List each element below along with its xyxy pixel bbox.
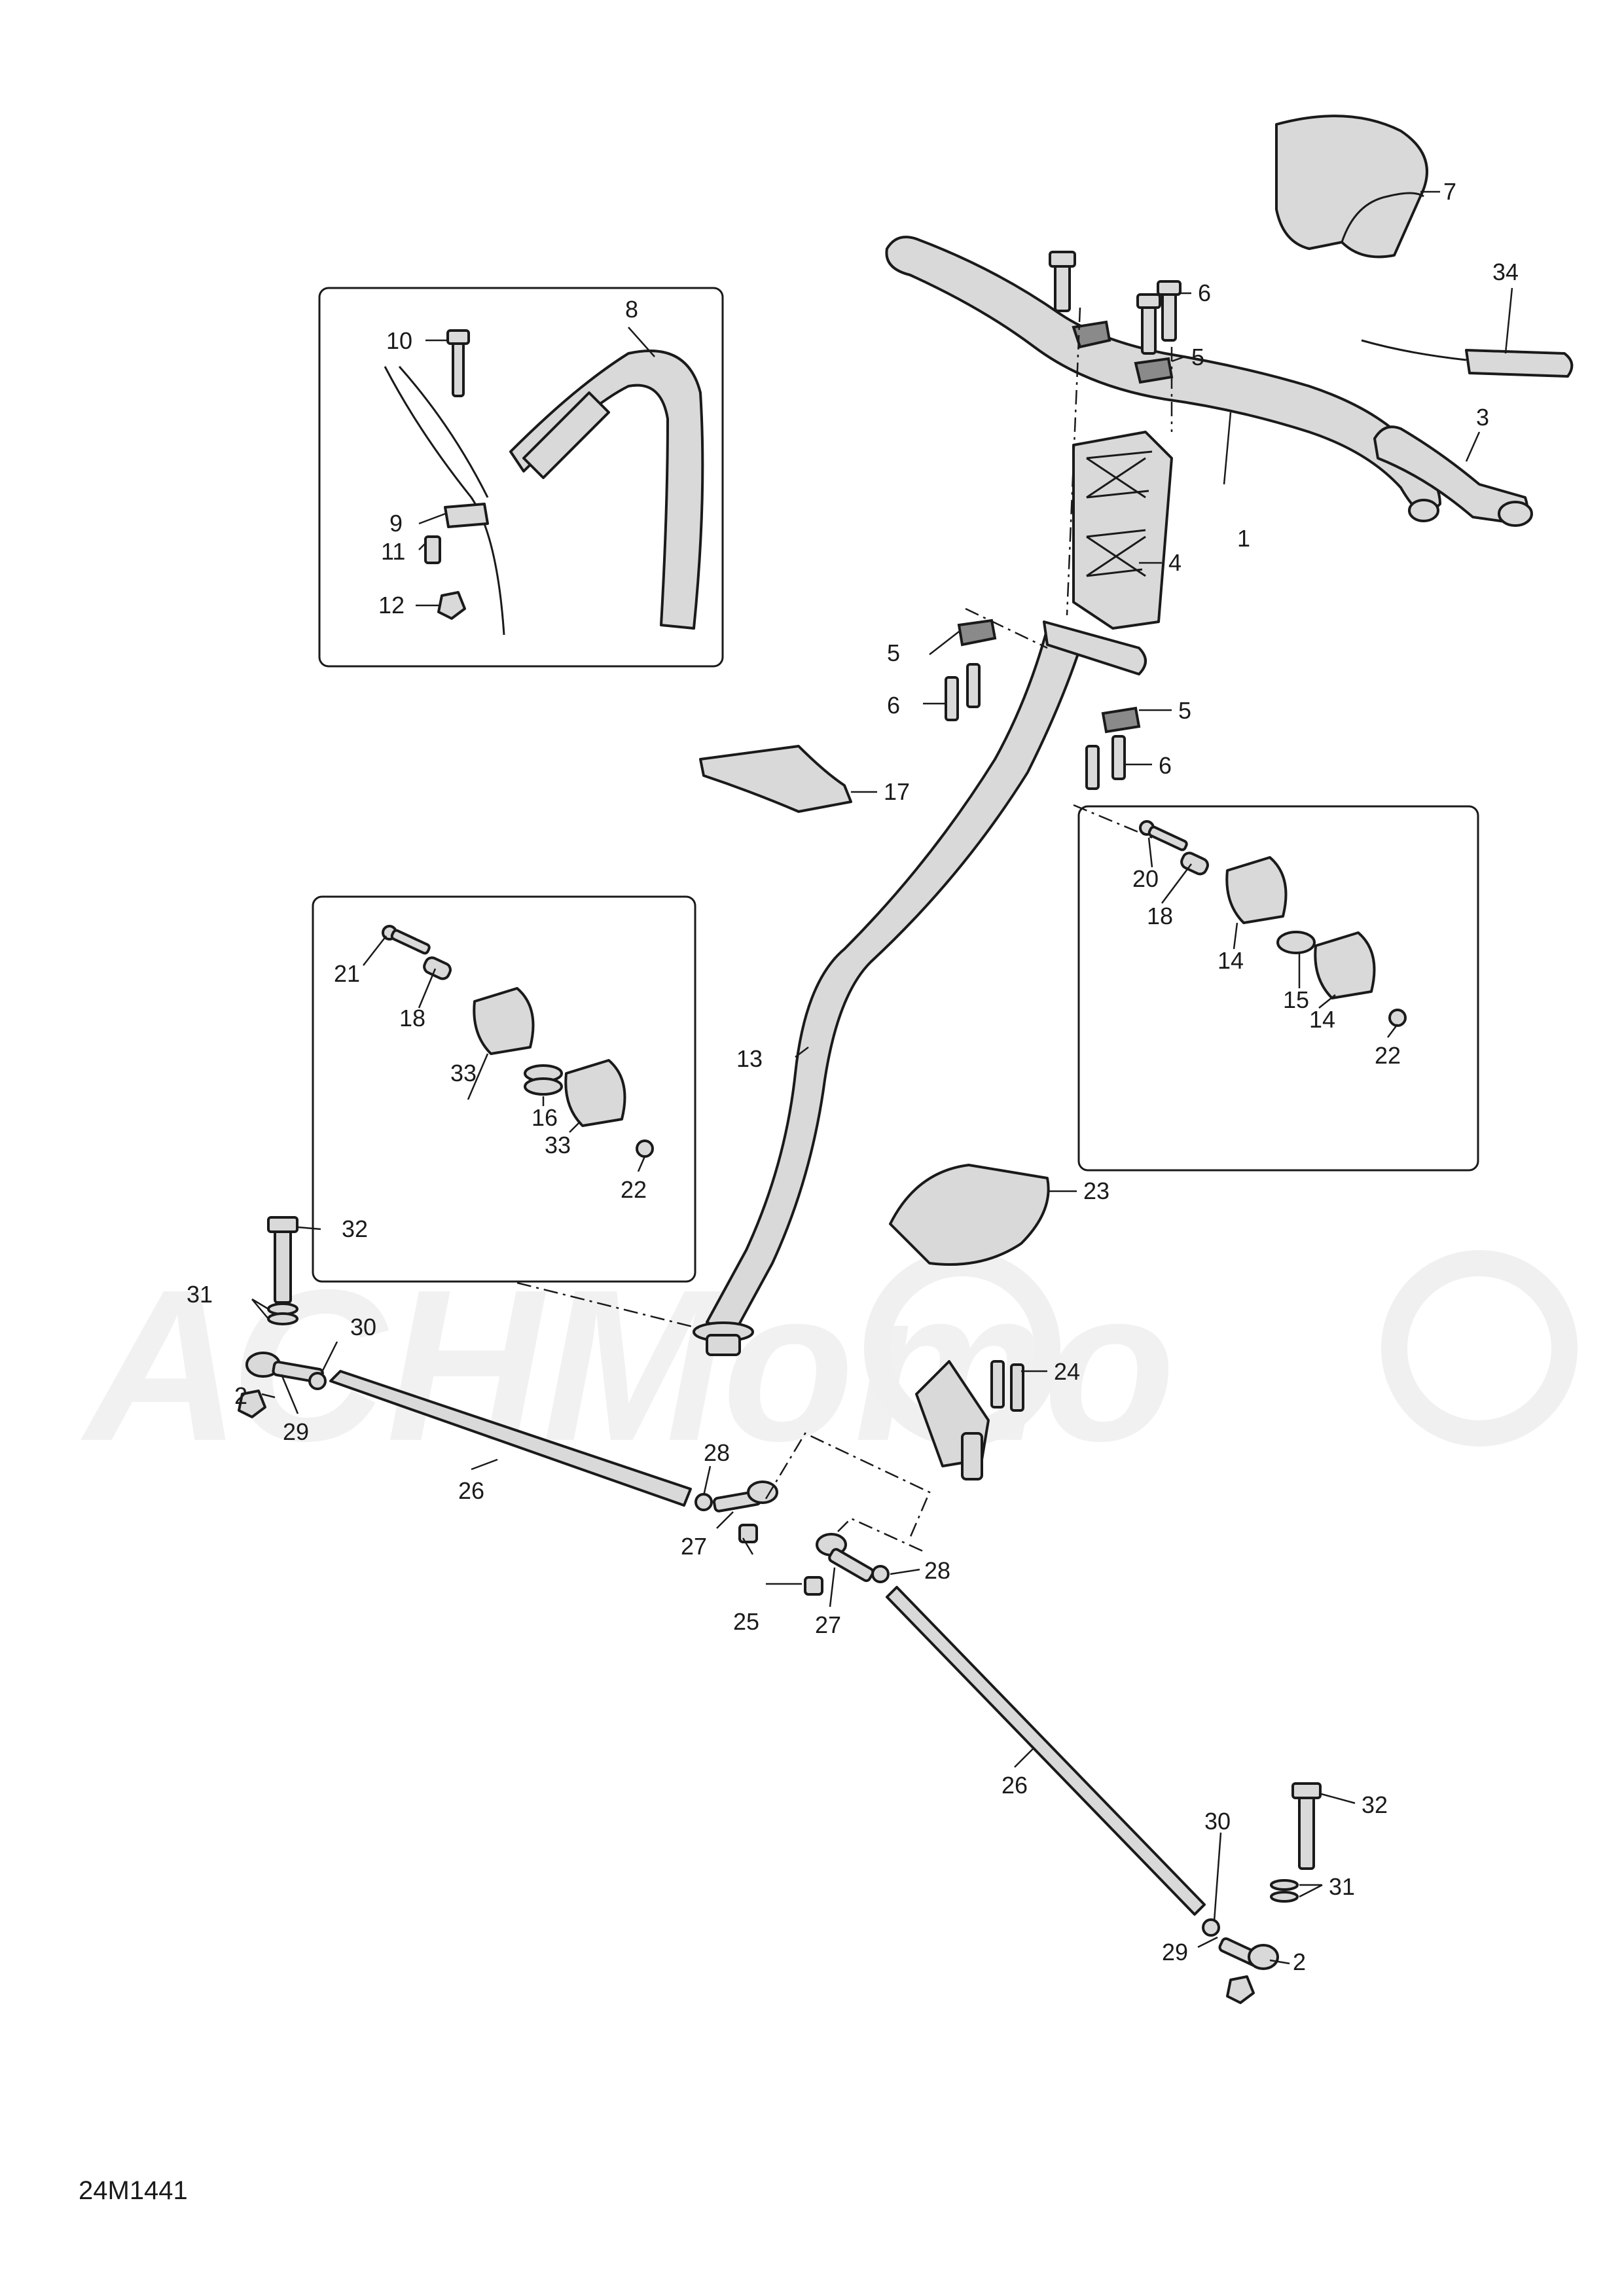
callout-17: 17 bbox=[884, 778, 910, 805]
callout-33: 33 bbox=[450, 1060, 477, 1086]
callout-11: 11 bbox=[381, 538, 405, 565]
leader-lines bbox=[251, 190, 1513, 1965]
callout-6: 6 bbox=[1159, 752, 1172, 779]
callout-31: 31 bbox=[1329, 1873, 1355, 1900]
callout-5: 5 bbox=[1178, 697, 1191, 724]
callout-16: 16 bbox=[532, 1104, 558, 1131]
callout-14: 14 bbox=[1309, 1006, 1335, 1033]
callout-22: 22 bbox=[621, 1176, 647, 1203]
callout-29: 29 bbox=[1162, 1939, 1188, 1965]
callout-21: 21 bbox=[334, 960, 360, 987]
callout-18: 18 bbox=[1147, 903, 1173, 929]
callout-31: 31 bbox=[187, 1281, 213, 1308]
diagram-code: 24M1441 bbox=[79, 2176, 188, 2205]
callout-24: 24 bbox=[1054, 1358, 1080, 1385]
callout-2: 2 bbox=[1293, 1948, 1306, 1975]
part-20-14-15-detail bbox=[1139, 820, 1407, 1027]
part-23-cover bbox=[889, 1164, 1050, 1266]
callout-23: 23 bbox=[1083, 1177, 1110, 1204]
part-17-plate bbox=[699, 745, 852, 813]
callouts: 1 2 2 3 4 5 5 5 6 6 6 7 8 9 10 11 12 13 … bbox=[187, 178, 1519, 1975]
callout-26: 26 bbox=[1001, 1772, 1028, 1799]
callout-28: 28 bbox=[924, 1557, 950, 1584]
callout-25: 25 bbox=[733, 1608, 759, 1635]
callout-3: 3 bbox=[1476, 404, 1489, 431]
callout-29: 29 bbox=[283, 1418, 309, 1445]
callout-28: 28 bbox=[704, 1439, 730, 1466]
part-3-grip bbox=[1373, 425, 1533, 527]
callout-13: 13 bbox=[736, 1045, 763, 1072]
detail-box-mid-left bbox=[312, 895, 696, 1283]
callout-9: 9 bbox=[389, 510, 403, 537]
callout-27: 27 bbox=[681, 1533, 707, 1560]
callout-30: 30 bbox=[1204, 1808, 1231, 1835]
part-5-6-upper-clamps bbox=[1049, 251, 1182, 384]
tie-rod-right-end bbox=[1202, 1782, 1322, 2004]
callout-30: 30 bbox=[350, 1314, 376, 1340]
callout-14: 14 bbox=[1218, 947, 1244, 974]
part-4-riser bbox=[1072, 431, 1173, 630]
callout-15: 15 bbox=[1283, 986, 1309, 1013]
callout-5: 5 bbox=[887, 639, 900, 666]
callout-8: 8 bbox=[625, 296, 638, 323]
callout-22: 22 bbox=[1375, 1042, 1401, 1069]
part-5-6-lower-clamps bbox=[945, 619, 1141, 790]
callout-32: 32 bbox=[342, 1215, 368, 1242]
callout-2: 2 bbox=[234, 1382, 247, 1409]
callout-34: 34 bbox=[1492, 259, 1519, 285]
callout-7: 7 bbox=[1443, 178, 1456, 205]
callout-5: 5 bbox=[1191, 344, 1204, 370]
callout-20: 20 bbox=[1132, 865, 1159, 892]
detail-box-top-left bbox=[318, 287, 724, 668]
part-26-tie-rod-right bbox=[886, 1586, 1206, 1916]
callout-10: 10 bbox=[386, 327, 412, 354]
detail-box-right bbox=[1077, 805, 1479, 1172]
callout-33: 33 bbox=[545, 1132, 571, 1158]
callout-6: 6 bbox=[1198, 279, 1211, 306]
callout-32: 32 bbox=[1362, 1791, 1388, 1818]
part-21-33-16-detail bbox=[382, 925, 654, 1158]
part-34-throttle bbox=[1361, 339, 1574, 378]
part-7-handlebar-pad bbox=[1275, 115, 1428, 259]
tie-rod-left bbox=[238, 1216, 692, 1507]
callout-1: 1 bbox=[1237, 525, 1250, 552]
part-24-bracket bbox=[915, 1360, 1024, 1480]
part-9-12-clamp-set bbox=[384, 329, 505, 636]
callout-6: 6 bbox=[887, 692, 900, 719]
callout-12: 12 bbox=[378, 592, 405, 619]
tie-rod-center-joints bbox=[695, 1480, 890, 1596]
part-13-steering-column bbox=[693, 620, 1147, 1356]
callout-26: 26 bbox=[458, 1477, 484, 1504]
callout-4: 4 bbox=[1168, 549, 1182, 576]
part-8-bar bbox=[509, 350, 704, 630]
callout-18: 18 bbox=[399, 1005, 425, 1031]
callout-27: 27 bbox=[815, 1611, 841, 1638]
